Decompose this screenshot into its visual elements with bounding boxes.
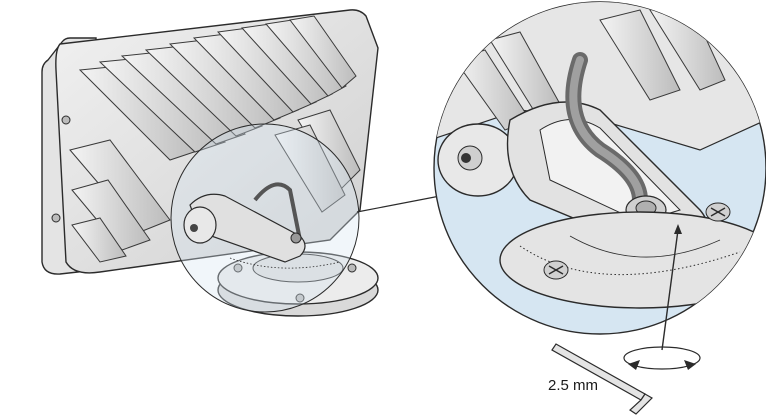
- zoomed-detail-view: [433, 1, 766, 335]
- rotation-arrow-icon: [623, 346, 701, 370]
- heatsink-fins: [69, 15, 361, 263]
- device-back-view: [41, 9, 379, 317]
- allen-key: [551, 343, 653, 415]
- callout-line: [356, 195, 441, 213]
- screw-icon: [51, 115, 71, 223]
- detail-highlight-circle: [170, 123, 360, 313]
- screw-icon: [543, 202, 731, 280]
- stand-base: [499, 211, 766, 309]
- pointer-arrow: [661, 224, 682, 351]
- tool-size-label: 2.5 mm: [548, 377, 598, 394]
- tilt-knob: [437, 123, 519, 197]
